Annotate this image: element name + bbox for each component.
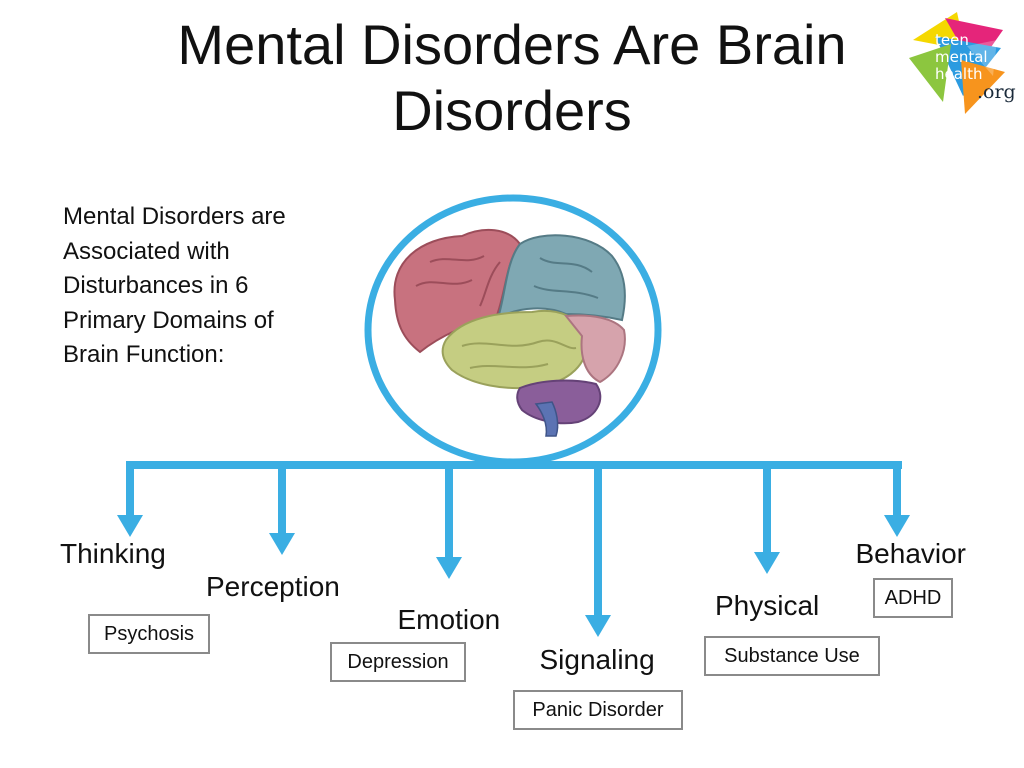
- page-title: Mental Disorders Are Brain Disorders: [0, 12, 1024, 144]
- logo-text: .org: [977, 81, 1016, 103]
- logo-text: health: [935, 65, 982, 83]
- intro-line: Mental Disorders are: [63, 203, 286, 230]
- logo-text: teen: [935, 31, 969, 49]
- arrow-head: [269, 533, 295, 555]
- example-box-physical: Substance Use: [704, 636, 880, 676]
- connector-lines: [117, 461, 910, 637]
- brain-illustration: [393, 228, 626, 437]
- teen-mental-health-logo: teen mental health .org: [909, 12, 1016, 114]
- arrow-head: [585, 615, 611, 637]
- example-box-signaling: Panic Disorder: [513, 690, 683, 730]
- intro-line: Disturbances in 6: [63, 272, 249, 299]
- domain-label-emotion: Emotion: [397, 604, 501, 635]
- logo-text: mental: [935, 48, 988, 66]
- arrow-head: [884, 515, 910, 537]
- domain-label-perception: Perception: [206, 571, 340, 602]
- example-box-emotion: Depression: [330, 642, 466, 682]
- arrow-head: [754, 552, 780, 574]
- example-box-thinking: Psychosis: [88, 614, 210, 654]
- domain-label-physical: Physical: [715, 590, 820, 621]
- arrow-head: [436, 557, 462, 579]
- example-box-behavior: ADHD: [873, 578, 953, 618]
- page-title-line-1: Mental Disorders Are Brain: [177, 13, 847, 76]
- page-title-line-2: Disorders: [392, 79, 632, 142]
- domain-label-behavior: Behavior: [855, 538, 967, 569]
- intro-line: Associated with: [63, 237, 230, 265]
- intro-line: Brain Function:: [63, 341, 225, 368]
- intro-line: Primary Domains of: [63, 306, 274, 334]
- domain-label-thinking: Thinking: [60, 538, 166, 569]
- domain-label-signaling: Signaling: [539, 644, 655, 675]
- intro-text: Mental Disorders are Associated with Dis…: [63, 200, 363, 373]
- arrow-head: [117, 515, 143, 537]
